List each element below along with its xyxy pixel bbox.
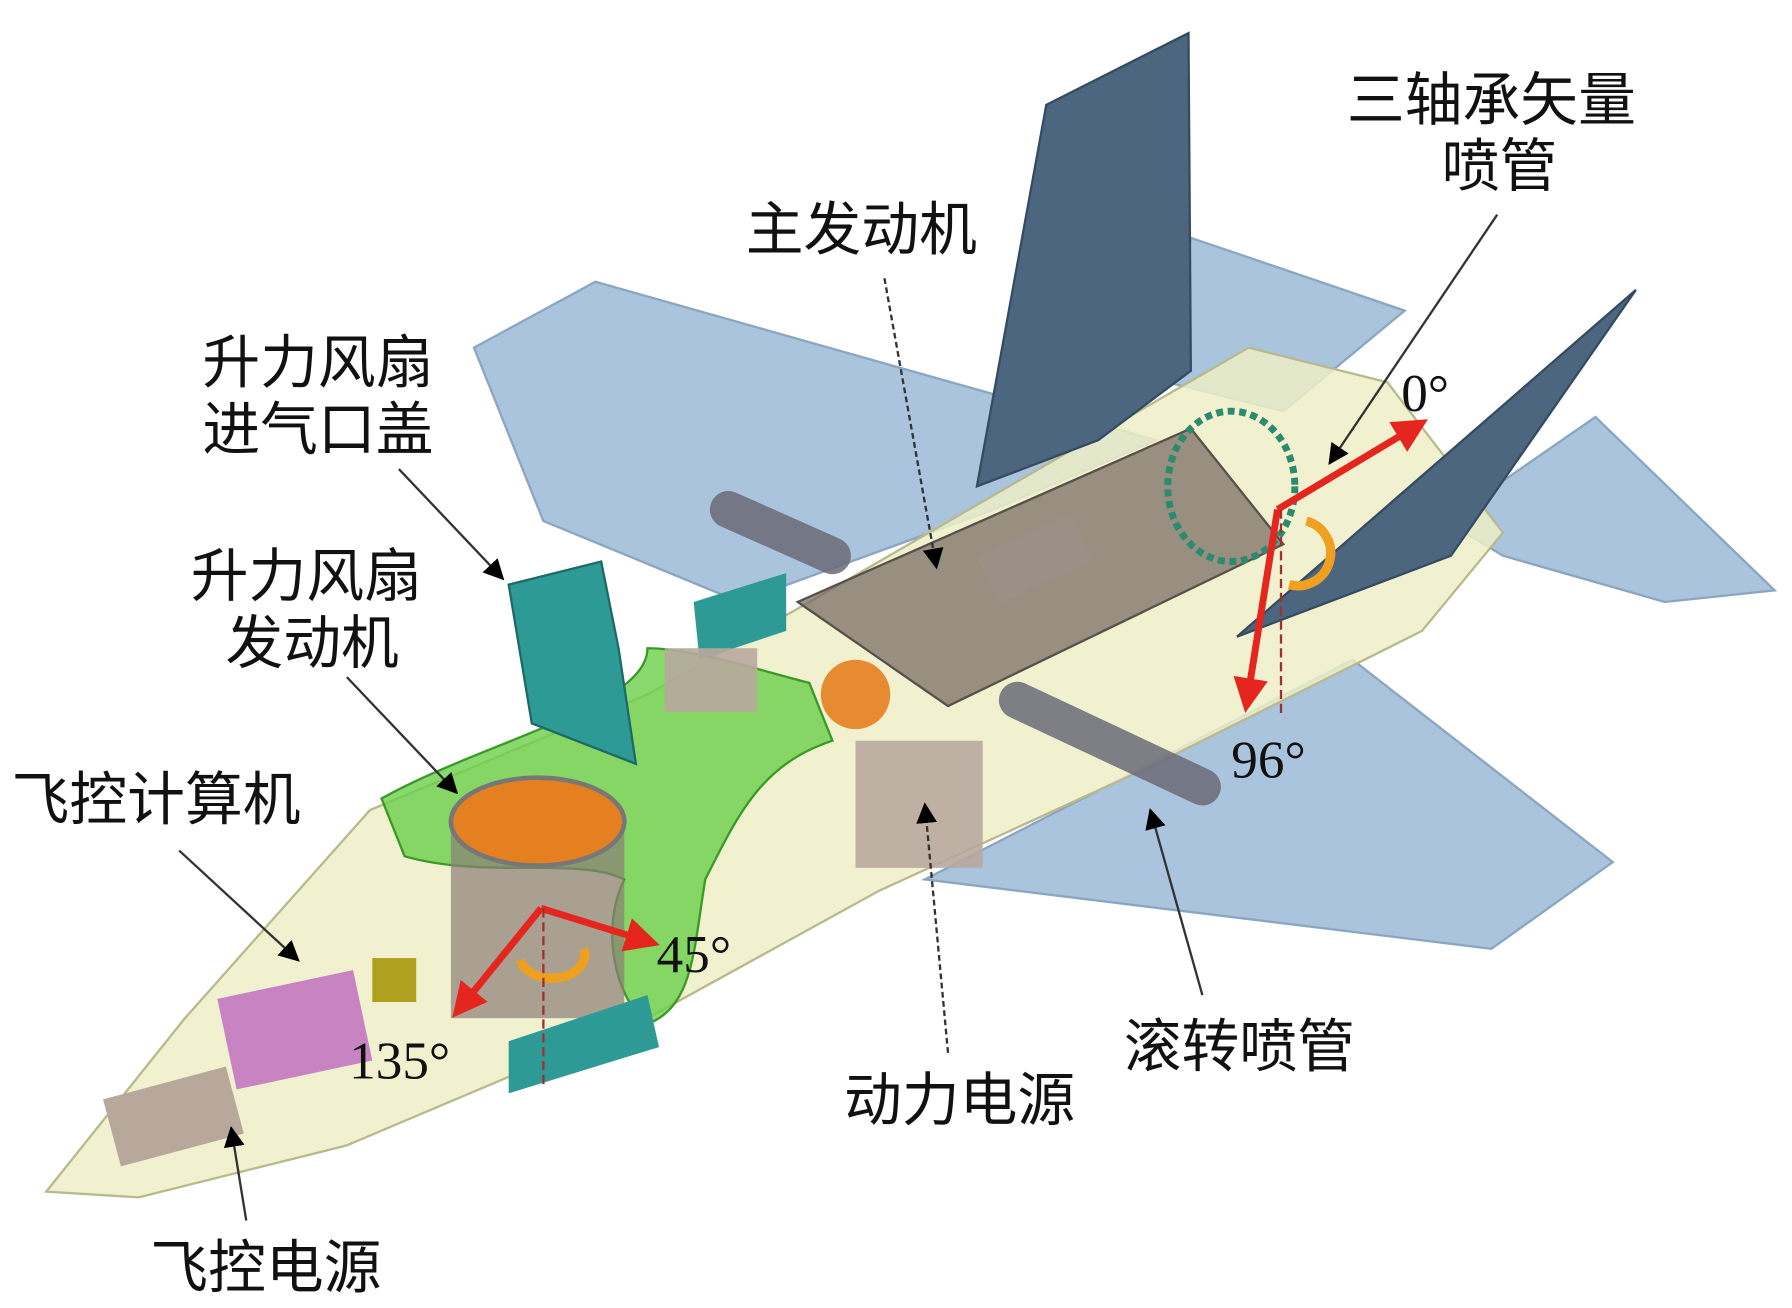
roll-nozzle-right [998,681,1221,806]
label-main-engine: 主发动机 [746,195,977,263]
engine-accessory [976,513,1094,605]
leader-line-inlet-cover [398,468,505,581]
fan-rotation-icon [515,947,590,983]
lift-fan [448,775,627,868]
leader-line-power-supply [916,802,950,1053]
leader-line-nozzle [1328,214,1499,465]
aircraft-body [43,31,1778,1199]
fan-arrow-135 [452,906,544,1018]
roll-nozzle-left [709,490,851,575]
leader-line-flight-power [223,1125,248,1221]
small-yellow-box [372,958,417,1002]
lift-fan-inlet-cover [507,560,638,766]
label-flight-computer: 飞控计算机 [12,765,301,833]
leader-line-main-engine [883,278,944,570]
nozzle-arrow-0 [1275,419,1428,513]
right-vertical-tail [1236,288,1637,638]
flight-computer-box [217,970,373,1090]
angle-45: 45° [657,925,731,984]
label-inlet-cover-line2: 进气口盖 [202,395,433,463]
upper-box [664,648,758,712]
engine-nozzle-ring [1164,407,1299,565]
label-nozzle-line1: 三轴承矢量 [1347,66,1636,134]
nozzle-arrow-96 [1233,508,1281,713]
angle-0: 0° [1401,364,1449,423]
angle-135: 135° [349,1031,450,1090]
lower-door [508,995,659,1094]
flight-power-box [103,1066,244,1167]
fan-arrow-45 [540,905,660,952]
leader-line-flight-computer [178,849,300,962]
label-inlet-cover-line1: 升力风扇 [202,328,433,396]
leader-line-roll-nozzle [1145,808,1204,996]
leader-line-lift-fan [346,676,459,795]
angle-96: 96° [1231,731,1305,790]
nozzle-rotation-icon [1287,516,1336,591]
leader-lines [178,214,1499,1221]
label-roll-nozzle: 滚转喷管 [1124,1013,1355,1081]
fan-blades [820,659,891,730]
aux-door [693,573,787,660]
thrust-arrows [452,419,1428,1088]
label-lift-fan-line1: 升力风扇 [191,542,422,610]
power-supply-box [855,740,983,868]
label-nozzle-line2: 喷管 [1442,132,1558,200]
label-power-supply: 动力电源 [844,1066,1075,1134]
label-lift-fan-line2: 发动机 [225,609,398,677]
right-horizontal-tail [1443,415,1778,604]
left-vertical-tail [975,31,1192,489]
label-flight-power: 飞控电源 [150,1234,381,1302]
